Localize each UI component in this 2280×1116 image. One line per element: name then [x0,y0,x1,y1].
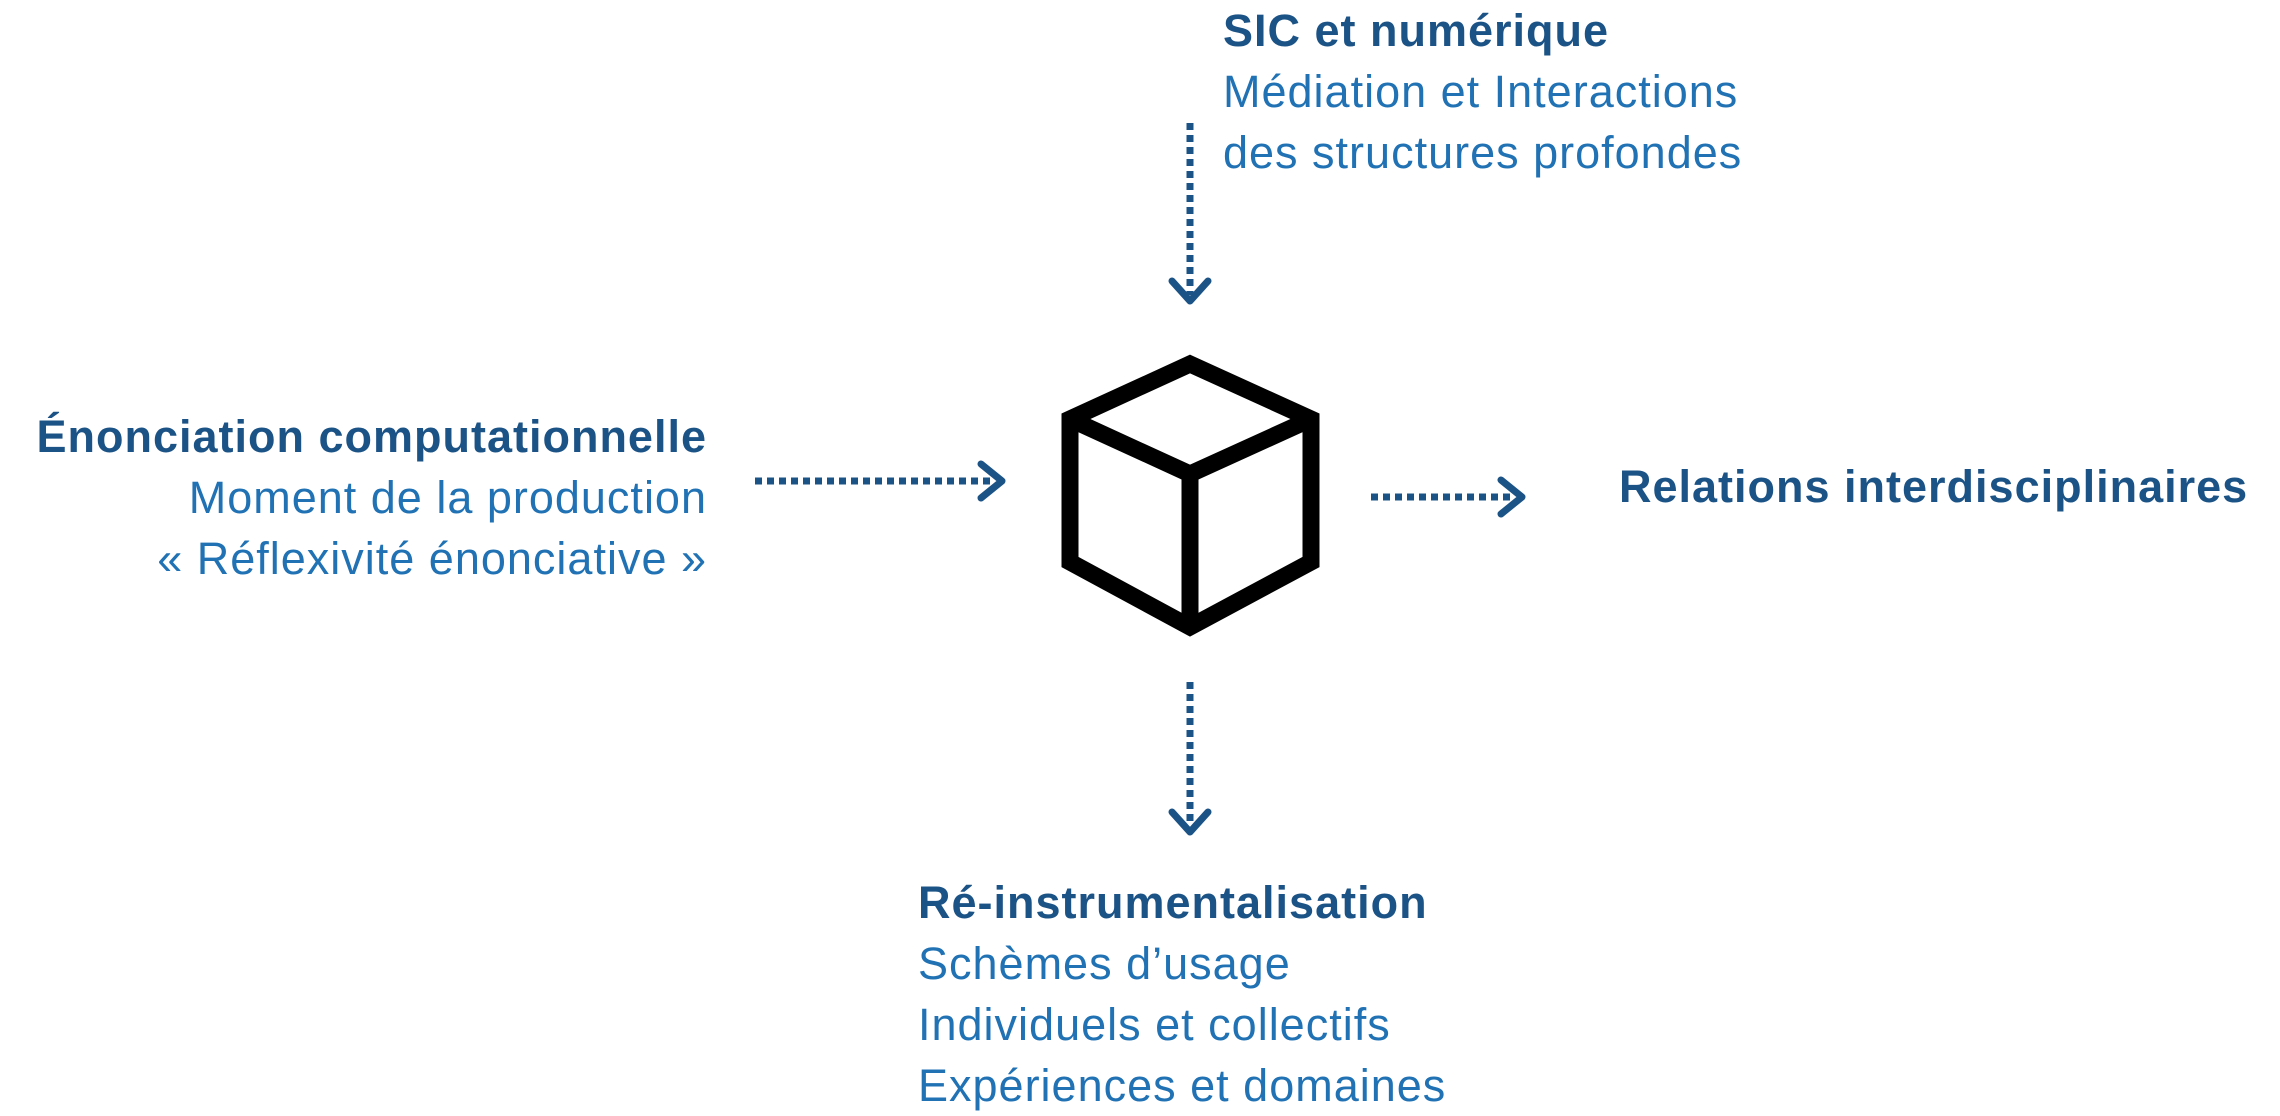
node-right: Relations interdisciplinaires [1619,456,2248,517]
arrow-center-to-right [1371,476,1526,518]
node-bottom-line: Individuels et collectifs [918,999,1391,1050]
node-bottom-line: Expériences et domaines [918,1060,1447,1111]
cube-icon [1061,354,1320,637]
node-right-title: Relations interdisciplinaires [1619,461,2249,512]
arrow-top-to-center [1168,123,1212,305]
node-top-line: des structures profondes [1223,127,1743,178]
arrow-left-to-center [755,460,1006,502]
node-left-line: Moment de la production [188,472,707,523]
node-left: Énonciation computationnelle Moment de l… [36,406,707,589]
node-left-title: Énonciation computationnelle [36,411,707,462]
node-bottom: Ré-instrumentalisation Schèmes d’usage I… [918,872,1446,1116]
node-top-title: SIC et numérique [1223,5,1610,56]
arrow-center-to-bottom [1168,682,1212,836]
node-top: SIC et numérique Médiation et Interactio… [1223,0,1742,183]
node-left-line: « Réflexivité énonciative » [157,533,707,584]
node-bottom-title: Ré-instrumentalisation [918,877,1428,928]
node-bottom-line: Schèmes d’usage [918,938,1291,989]
node-top-line: Médiation et Interactions [1223,66,1739,117]
